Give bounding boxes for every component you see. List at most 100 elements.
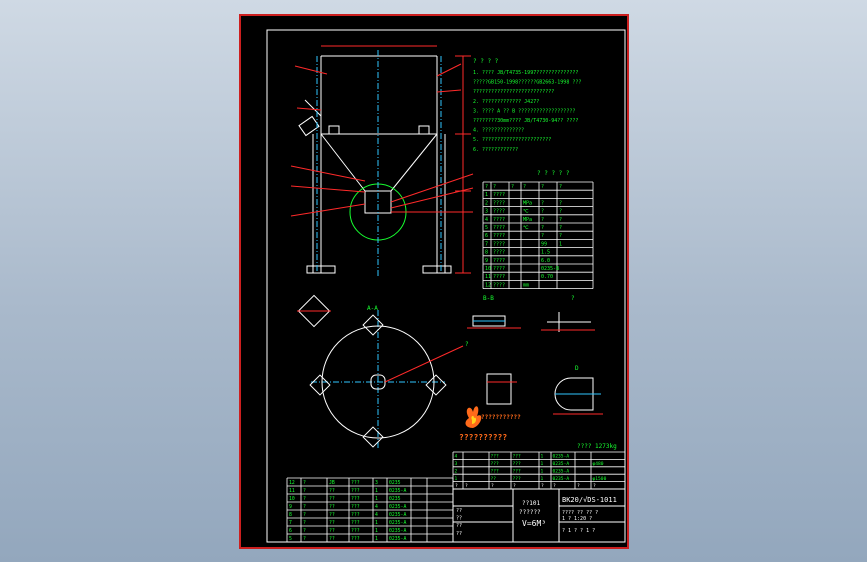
upper-parts-cell: 1: [541, 461, 544, 467]
note-line: 4. ??????????????: [473, 128, 524, 134]
spec-cell: 7: [485, 241, 488, 247]
leader-9: [436, 63, 462, 77]
spec-cell: MPa: [523, 200, 532, 206]
spec-table: ??????1????2????MPa??3????℃??4????MPa??5…: [482, 181, 594, 290]
spec-cell: 0235-B: [541, 266, 559, 272]
plan-leader: [384, 345, 464, 383]
lower-parts-cell: ??: [329, 496, 335, 502]
title-block: [452, 488, 626, 543]
spec-cell: 1: [485, 192, 488, 198]
lower-parts-cell: 1: [375, 488, 378, 494]
spec-cell: ?: [559, 217, 562, 223]
spec-cell: ?: [541, 200, 544, 206]
spec-cell: 10: [485, 266, 491, 272]
spec-cell: 6.0: [541, 258, 550, 264]
lower-parts-cell: 0235-A: [389, 536, 406, 542]
spec-cell: ????: [493, 209, 505, 215]
centerlines: [311, 50, 445, 448]
note-line: ????????30mm???? JB/T4730-94?? ????: [473, 118, 578, 124]
upper-parts-cell: φ1500: [593, 476, 607, 482]
lower-parts-cell: JB: [329, 480, 335, 486]
spec-header-cell: ?: [493, 184, 496, 190]
spec-cell: 6: [485, 233, 488, 239]
spec-cell: ????: [493, 217, 505, 223]
lower-parts-cell: 1: [375, 536, 378, 542]
total-weight: ???? 1273kg: [577, 443, 617, 450]
plan-view: [309, 314, 464, 448]
spec-cell: 99: [541, 241, 547, 247]
flame-logo-icon: [465, 406, 482, 428]
spec-cell: 5: [485, 225, 488, 231]
drawing-sheet: ? ? ? ? 1. ???? JB/T4735-1997???????????…: [239, 14, 629, 549]
spec-cell: ?: [559, 209, 562, 215]
lower-parts-cell: ?: [303, 528, 306, 534]
sec-c-label: ?: [571, 295, 575, 302]
sec-b-label: B-B: [483, 295, 494, 302]
hatch-arm: [304, 99, 322, 117]
spec-cell: ????: [493, 225, 505, 231]
lower-parts-cell: 0235: [389, 480, 401, 486]
lower-parts-cell: 4: [375, 504, 378, 510]
note-line: 5. ???????????????????????: [473, 137, 551, 143]
notes-list: 1. ???? JB/T4735-1997?????????????? ????…: [473, 70, 581, 153]
upper-parts-cell: ???: [491, 468, 500, 474]
plan-lug-bottom: [362, 426, 384, 448]
upper-parts-cell: ???: [513, 461, 522, 467]
front-elevation: [298, 55, 452, 274]
upper-parts-header-cell: ?: [541, 483, 544, 489]
lower-parts-cell: ??: [329, 528, 335, 534]
note-line: 3. ???? A ?? B ???????????????????: [473, 108, 575, 114]
product-name-line2: ??????: [519, 509, 541, 516]
upper-parts-cell: 1: [541, 476, 544, 482]
spec-cell: 1: [559, 241, 562, 247]
sec-a-label: A-A: [367, 305, 378, 312]
lower-parts-cell: ?: [303, 480, 306, 486]
product-name-line1: ??101: [522, 500, 540, 507]
spec-cell: ????: [493, 282, 505, 288]
lower-parts-cell: 0235-A: [389, 520, 406, 526]
spec-cell: ?: [541, 217, 544, 223]
spec-cell: ℃: [523, 209, 529, 215]
lower-parts-cell: ?: [303, 504, 306, 510]
spec-cell: MPa: [523, 217, 532, 223]
leader-6: [390, 173, 474, 203]
lower-parts-cell: 4: [375, 512, 378, 518]
lug-right: [418, 125, 430, 135]
plan-shell-circle: [321, 325, 435, 439]
upper-parts-cell: 0235-A: [553, 468, 570, 474]
plan-lug-top: [362, 314, 384, 336]
lower-parts-cell: 5: [289, 536, 292, 542]
leader-4: [290, 185, 366, 193]
lower-parts-cell: ???: [351, 488, 360, 494]
spec-cell: ????: [493, 200, 505, 206]
spec-cell: 12: [485, 282, 491, 288]
upper-parts-cell: 1: [541, 468, 544, 474]
spec-cell: ????: [493, 233, 505, 239]
detail-d: [553, 377, 603, 415]
spec-cell: ????: [493, 274, 505, 280]
lower-parts-cell: ??: [329, 504, 335, 510]
spec-header-cell: ?: [541, 184, 544, 190]
upper-parts-cell: 0235-A: [553, 461, 570, 467]
upper-parts-header-cell: ?: [553, 483, 556, 489]
lower-parts-cell: 0235: [389, 496, 401, 502]
spec-header-cell: ?: [511, 184, 514, 190]
plan-label: ?: [465, 341, 469, 348]
spec-header-cell: ?: [559, 184, 562, 190]
spec-cell: 3: [485, 209, 488, 215]
drawing-number: BK20/√DS-1011: [562, 496, 617, 504]
base-plate-right: [422, 265, 452, 274]
upper-parts-cell: ???: [491, 461, 500, 467]
detail-c: [541, 312, 595, 332]
spec-cell: ?: [541, 225, 544, 231]
lower-parts-cell: 1: [375, 528, 378, 534]
leader-5: [290, 203, 366, 217]
spec-cell: 2: [485, 200, 488, 206]
sheet-row: ? 1 ? ? 1 ?: [562, 528, 595, 534]
leader-2: [296, 107, 322, 111]
sign-row: ??: [456, 531, 462, 537]
lower-parts-cell: ???: [351, 512, 360, 518]
